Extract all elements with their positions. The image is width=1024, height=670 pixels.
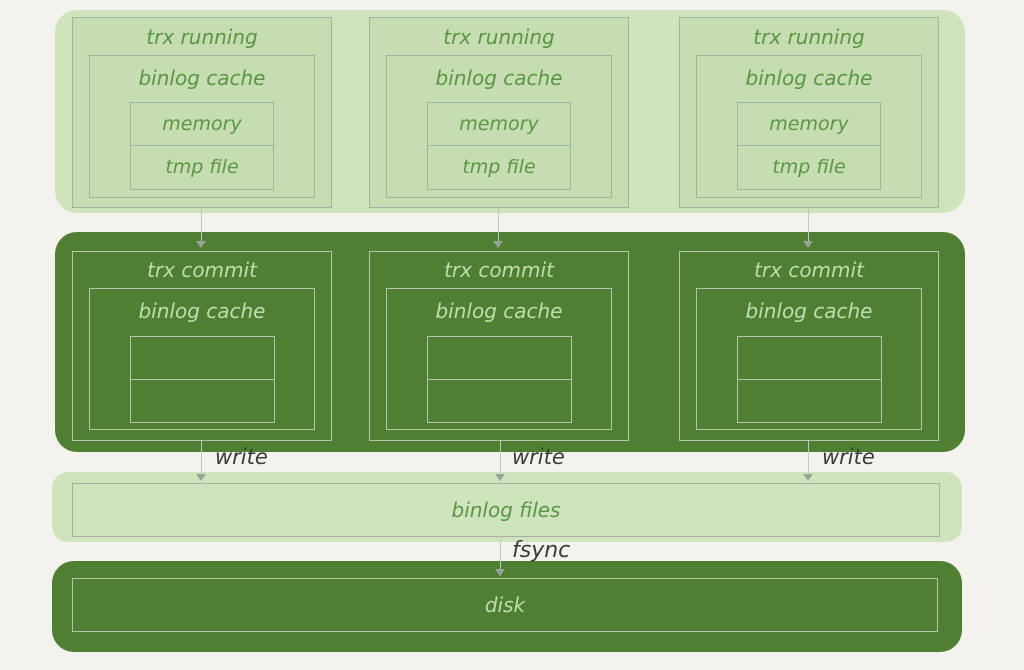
- cache-cells-empty: [427, 336, 572, 423]
- disk-box: disk: [72, 578, 938, 632]
- cache-cells: memory tmp file: [737, 102, 881, 190]
- trx-running-title: trx running: [443, 25, 555, 49]
- trx-commit-box-3: trx commit binlog cache: [679, 251, 939, 441]
- binlog-cache-box: binlog cache memory tmp file: [696, 55, 922, 198]
- memory-cell: memory: [428, 103, 570, 146]
- trx-running-title: trx running: [753, 25, 865, 49]
- tmp-file-cell: tmp file: [165, 156, 239, 178]
- arrow-running-to-commit-1: [201, 206, 202, 247]
- cache-cells: memory tmp file: [130, 102, 274, 190]
- binlog-cache-title: binlog cache: [745, 299, 873, 323]
- arrow-fsync: [500, 536, 501, 576]
- empty-cell: [738, 337, 881, 380]
- write-label-3: write: [822, 445, 875, 469]
- binlog-cache-box: binlog cache memory tmp file: [89, 55, 315, 198]
- trx-commit-title: trx commit: [444, 258, 554, 282]
- binlog-cache-box: binlog cache: [696, 288, 922, 430]
- trx-commit-box-2: trx commit binlog cache: [369, 251, 629, 441]
- disk-band: disk: [52, 561, 962, 652]
- trx-running-box-2: trx running binlog cache memory tmp file: [369, 17, 629, 208]
- arrow-write-3: [808, 440, 809, 481]
- arrowhead-down-icon: [803, 474, 813, 481]
- cache-cells-empty: [737, 336, 882, 423]
- binlog-cache-title: binlog cache: [138, 66, 266, 90]
- fsync-label: fsync: [512, 538, 571, 563]
- arrowhead-down-icon: [196, 241, 206, 248]
- arrow-write-2: [500, 440, 501, 481]
- trx-commit-band: trx commit binlog cache trx commit binlo…: [55, 232, 965, 452]
- cache-cells-empty: [130, 336, 275, 423]
- tmp-file-cell: tmp file: [462, 156, 536, 178]
- arrowhead-down-icon: [493, 241, 503, 248]
- empty-cell: [131, 380, 274, 422]
- trx-running-band: trx running binlog cache memory tmp file…: [55, 10, 965, 213]
- binlog-cache-box: binlog cache: [89, 288, 315, 430]
- tmp-file-cell: tmp file: [772, 156, 846, 178]
- cache-cells: memory tmp file: [427, 102, 571, 190]
- memory-cell: memory: [131, 103, 273, 146]
- arrow-running-to-commit-2: [498, 206, 499, 247]
- binlog-cache-box: binlog cache: [386, 288, 612, 430]
- binlog-files-band: binlog files: [52, 472, 962, 542]
- binlog-cache-box: binlog cache memory tmp file: [386, 55, 612, 198]
- arrowhead-down-icon: [803, 241, 813, 248]
- binlog-files-box: binlog files: [72, 483, 940, 537]
- binlog-cache-title: binlog cache: [745, 66, 873, 90]
- trx-commit-box-1: trx commit binlog cache: [72, 251, 332, 441]
- arrow-write-1: [201, 440, 202, 481]
- memory-cell: memory: [738, 103, 880, 146]
- arrowhead-down-icon: [495, 474, 505, 481]
- trx-running-box-1: trx running binlog cache memory tmp file: [72, 17, 332, 208]
- trx-commit-title: trx commit: [147, 258, 257, 282]
- write-label-1: write: [215, 445, 268, 469]
- write-label-2: write: [512, 445, 565, 469]
- trx-running-box-3: trx running binlog cache memory tmp file: [679, 17, 939, 208]
- binlog-cache-title: binlog cache: [138, 299, 266, 323]
- arrowhead-down-icon: [495, 569, 505, 576]
- arrowhead-down-icon: [196, 474, 206, 481]
- binlog-cache-title: binlog cache: [435, 66, 563, 90]
- arrow-running-to-commit-3: [808, 206, 809, 247]
- empty-cell: [131, 337, 274, 380]
- empty-cell: [738, 380, 881, 422]
- trx-running-title: trx running: [146, 25, 258, 49]
- empty-cell: [428, 337, 571, 380]
- empty-cell: [428, 380, 571, 422]
- binlog-cache-title: binlog cache: [435, 299, 563, 323]
- trx-commit-title: trx commit: [754, 258, 864, 282]
